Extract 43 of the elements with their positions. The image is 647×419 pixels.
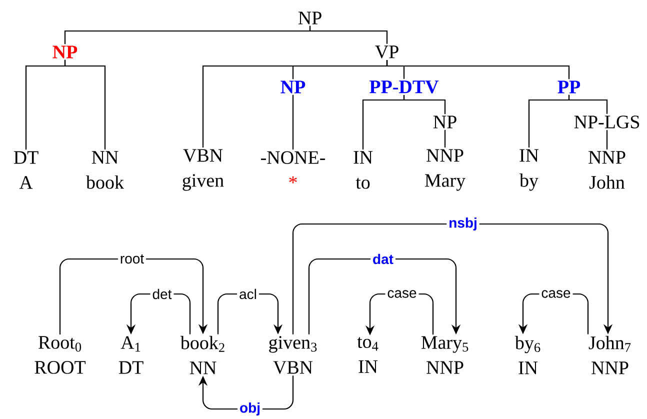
edge-label: acl <box>237 286 259 302</box>
edge-label: dat <box>370 252 396 266</box>
leaf-label: DT A <box>14 151 38 189</box>
leaf-label: IN by <box>520 149 539 191</box>
word-label: Mary$_{5}$ NNP <box>421 336 468 374</box>
phrase-label: NP <box>280 80 306 94</box>
tree-branch <box>568 94 608 114</box>
dependency-arrow <box>292 223 613 334</box>
leaf-label: VBN given <box>182 149 224 191</box>
leaf-label: NN book <box>86 151 124 189</box>
phrase-label: PP <box>558 80 580 94</box>
edge-label: case <box>539 288 573 300</box>
tree-branch <box>403 95 446 114</box>
phrase-label: NP-LGS <box>574 116 640 128</box>
dependency-arrow <box>59 258 208 334</box>
word-label: by$_{6}$ IN <box>514 336 540 374</box>
word-label: John$_{7}$ NNP <box>588 336 631 374</box>
phrase-label: NP <box>52 46 78 58</box>
phrase-label: NP <box>433 116 456 128</box>
leaf-label: NNP Mary <box>424 149 466 191</box>
leaf-label: NNP John <box>588 151 626 189</box>
phrase-label: NP <box>298 12 322 24</box>
word-label: A$_{1}$ DT <box>118 336 144 374</box>
word-label: Root$_{0}$ ROOT <box>34 336 86 374</box>
tree-branch <box>292 94 294 150</box>
edge-label: root <box>118 252 146 266</box>
dependency-arrow <box>217 293 283 334</box>
phrase-label: PP-DTV <box>370 80 439 94</box>
tree-branch <box>386 60 570 80</box>
tree-branch <box>606 130 608 150</box>
edge-label: case <box>385 288 419 300</box>
edge-label: obj <box>238 400 262 418</box>
word-label: given$_{3}$ VBN <box>269 336 317 374</box>
leaf-label: -NONE- * <box>261 151 326 184</box>
tree-branch <box>309 26 388 44</box>
edge-label: nsbj <box>446 215 480 233</box>
word-label: book$_{2}$ NN <box>180 336 224 374</box>
tree-branch <box>64 60 106 150</box>
leaf-label: IN to <box>354 151 373 189</box>
tree-branch <box>444 130 446 148</box>
word-label: to$_{4}$ IN <box>357 337 378 373</box>
phrase-label: VP <box>375 46 398 58</box>
edge-label: det <box>150 286 174 302</box>
